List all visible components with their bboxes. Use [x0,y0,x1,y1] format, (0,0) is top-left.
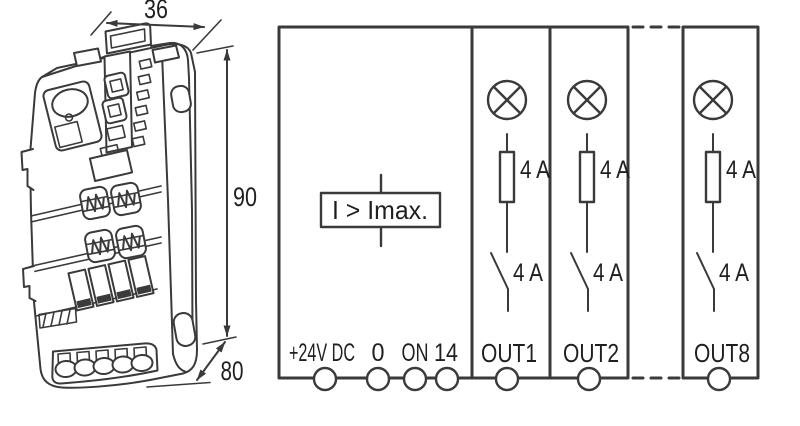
switch-symbol [490,252,509,312]
dimension-height: 90 [196,45,257,345]
terminal-circle [402,366,428,392]
dimension-depth-label: 80 [221,356,244,386]
channel-out8: 4 A 4 A OUT8 [692,79,756,368]
supply-terminal-label: ON [402,339,429,367]
screw-terminal [130,353,154,373]
switch-rating-label: 4 A [719,259,749,287]
device-terminal-row [67,255,155,312]
terminal-circle [576,366,602,392]
channel-label: OUT2 [563,338,619,368]
terminal-circle [706,366,732,392]
front-side-edge [161,53,174,355]
device-zigzag-buttons [79,181,147,264]
fuse-rating-label: 4 A [600,156,630,184]
fuse-symbol [498,150,516,204]
top-slot [151,44,180,64]
terminal-circles [312,366,732,392]
device-din-clips [20,148,78,329]
channel-label: OUT8 [694,338,750,368]
fuse-rating-label: 4 A [520,156,550,184]
circuit-schematic: I > Imax. +24V DC 0 ON 14 4 A 4 A OUT1 [277,25,760,392]
switch-rating-label: 4 A [593,259,623,287]
lamp-icon [692,79,734,121]
device-front-panel [42,80,103,152]
supply-terminal-label: 0 [372,339,385,367]
device-side-face [170,84,197,347]
hatched-plate [38,307,78,329]
side-cutout [170,84,192,114]
terminal-circle [312,366,338,392]
dimension-depth: 80 [146,341,244,388]
device-label-plate [88,143,134,182]
channel-label: OUT1 [481,338,537,368]
device-bottom-terminal-block [51,342,159,385]
device-top-face [41,22,194,373]
dimension-width-label: 36 [144,0,168,24]
side-crease [188,77,194,339]
top-slot [73,47,102,67]
dimension-height-label: 90 [233,182,257,212]
overcurrent-label: I > Imax. [332,195,428,225]
continuation-dashes [631,25,683,380]
device-led-column [131,58,153,148]
channel-out1: 4 A 4 A OUT1 [481,79,550,368]
terminal-circle [434,366,460,392]
supply-terminal-label: 14 [434,339,458,367]
terminal-circle [365,366,391,392]
side-cutout [172,312,197,347]
switch-symbol [696,252,715,312]
channel-out2: 4 A 4 A OUT2 [563,79,630,368]
clip [103,71,130,100]
switch-symbol [570,252,589,312]
fuse-symbol [704,150,722,204]
fuse-rating-label: 4 A [726,156,756,184]
dimension-width: 36 [90,0,222,51]
supply-terminal-label: +24V DC [289,339,355,367]
terminal-circle [494,366,520,392]
lamp-icon [486,79,528,121]
lamp-icon [566,79,608,121]
knob [51,88,89,118]
switch-rating-label: 4 A [513,259,543,287]
device-center-strip [101,50,133,154]
device-drawing: 36 90 80 [20,0,257,389]
overcurrent-block: I > Imax. [319,173,442,248]
fuse-symbol [578,150,596,204]
clip [101,96,128,125]
